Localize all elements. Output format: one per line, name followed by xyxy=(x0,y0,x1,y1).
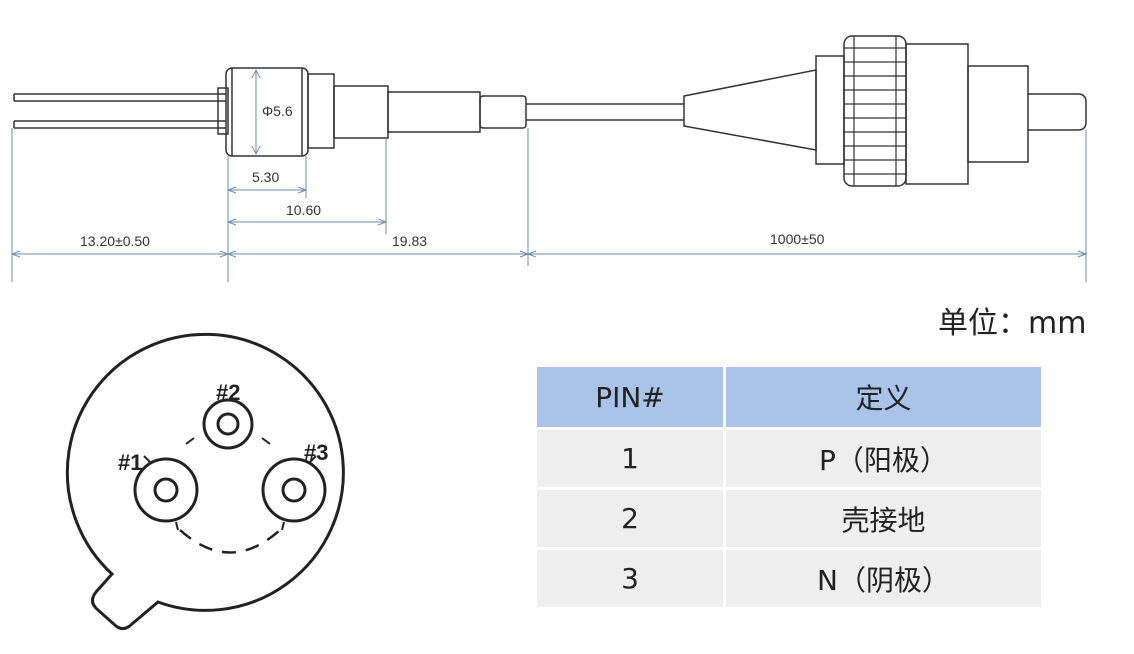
diameter-marker xyxy=(251,68,261,156)
base-outline xyxy=(65,332,345,631)
pin2-inner xyxy=(216,412,240,436)
pin-layout-view xyxy=(65,332,345,631)
boot-taper xyxy=(683,69,817,151)
dim-10-60: 10.60 xyxy=(286,202,321,218)
dim-19-83: 19.83 xyxy=(392,233,427,249)
pin2-label: #2 xyxy=(216,380,240,405)
pin-lead-lower xyxy=(14,120,226,129)
pin-definition-table: PIN# 定义 1 P（阳极） 2 壳接地 3 N（阴极） xyxy=(534,364,1044,610)
ferrule xyxy=(1028,93,1087,131)
pin-number: 1 xyxy=(537,430,723,487)
pin1-outer xyxy=(133,457,199,523)
dim-13-20: 13.20±0.50 xyxy=(80,233,150,249)
knurled-nut xyxy=(843,35,907,187)
fiber-cable xyxy=(526,103,684,121)
connector-side-view xyxy=(13,35,1087,187)
table-row: 2 壳接地 xyxy=(537,490,1041,547)
pin3-label: #3 xyxy=(304,440,328,465)
unit-label: 单位：mm xyxy=(938,306,1087,341)
pin-definition: P（阳极） xyxy=(726,430,1041,487)
header-definition: 定义 xyxy=(726,367,1041,427)
pin-number: 2 xyxy=(537,490,723,547)
table-row: 3 N（阴极） xyxy=(537,550,1041,607)
pin3-outer xyxy=(261,457,327,523)
pin-definition: N（阴极） xyxy=(726,550,1041,607)
pin-number: 3 xyxy=(537,550,723,607)
pin-definition: 壳接地 xyxy=(726,490,1041,547)
dim-diameter: Φ5.6 xyxy=(262,103,293,119)
table-row: 1 P（阳极） xyxy=(537,430,1041,487)
pin1-inner xyxy=(153,477,179,503)
dim-1000: 1000±50 xyxy=(770,231,825,247)
pin2-outer xyxy=(202,398,254,450)
dim-5-30: 5.30 xyxy=(252,169,279,185)
dimension-lines xyxy=(10,128,1088,282)
pin3-inner xyxy=(281,477,307,503)
pin1-label: #1 xyxy=(118,450,142,475)
dashed-arc xyxy=(179,529,281,554)
header-pin: PIN# xyxy=(537,367,723,427)
table-header-row: PIN# 定义 xyxy=(537,367,1041,427)
pin-lead-upper xyxy=(14,93,226,102)
